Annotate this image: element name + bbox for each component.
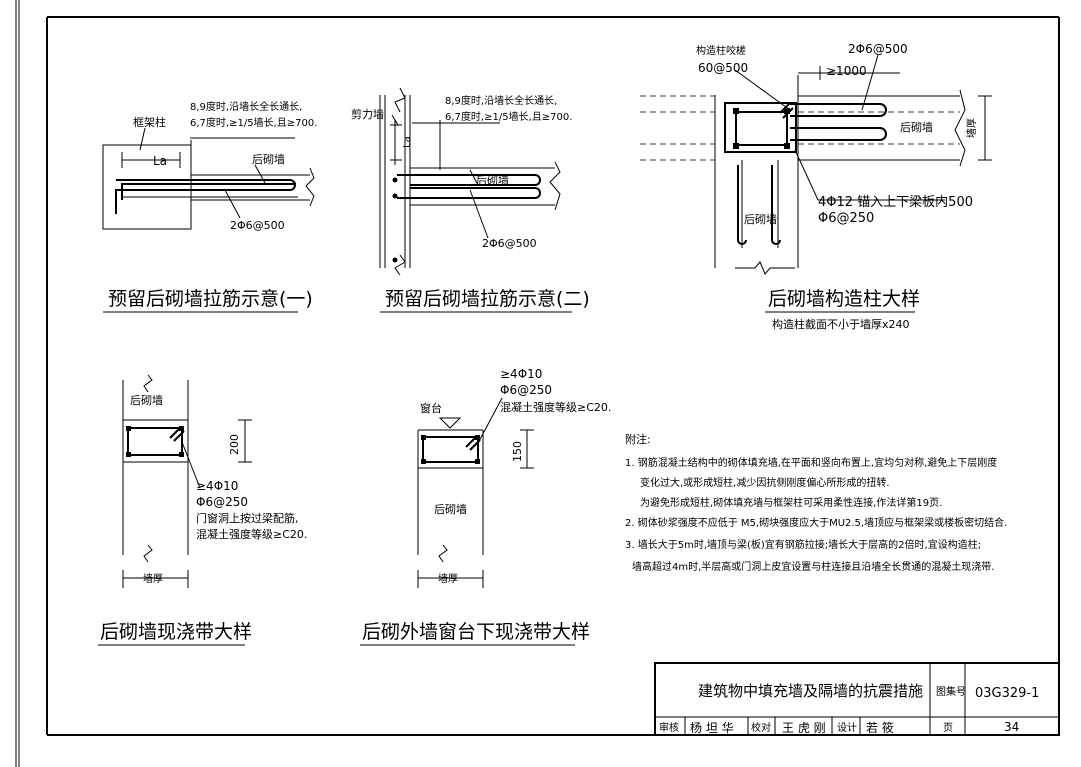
d1-la-label: La <box>153 154 167 168</box>
diagram-1: 框架柱 8,9度时,沿墙长全长通长, 6,7度时,≥1/5墙长,且≥700. L… <box>102 100 317 313</box>
d4-dim-label: 200 <box>228 434 241 455</box>
d2-note-line1: 8,9度时,沿墙长全长通长, <box>445 94 557 107</box>
d2-la-label: La <box>402 136 413 148</box>
tie-bar-1 <box>115 179 296 214</box>
d1-bar-label: 2Φ6@500 <box>230 219 285 232</box>
sheet-title: 建筑物中填充墙及隔墙的抗震措施 <box>698 682 923 700</box>
d1-title: 预留后砌墙拉筋示意(一) <box>108 288 313 310</box>
diagram-4: 后砌墙 200 ≥4Φ10 Φ6@250 门窗洞上按过梁配筋, 混凝土强度等级≥… <box>98 374 307 646</box>
page-number: 34 <box>1004 720 1019 734</box>
page-label: 页 <box>943 722 953 734</box>
d2-note-line2: 6,7度时,≥1/5墙长,且≥700. <box>445 110 572 123</box>
note-line-5: 3. 墙长大于5m时,墙顶与梁(板)宜有钢筋拉接;墙长大于层高的2倍时,宜设构造… <box>625 538 981 551</box>
d4-rebar4: 混凝土强度等级≥C20. <box>196 527 307 541</box>
design-signature: 若 筱 <box>866 720 894 735</box>
d3-bar-label: 2Φ6@500 <box>848 42 908 56</box>
atlas-label: 图集号 <box>936 685 966 698</box>
design-label: 设计 <box>837 721 857 734</box>
d1-wall-label: 后砌墙 <box>252 152 285 166</box>
title-block: 建筑物中填充墙及隔墙的抗震措施 图集号 03G329-1 页 34 审核 杨 坦… <box>654 662 1060 736</box>
d4-rebar1: ≥4Φ10 <box>196 479 238 493</box>
note-line-2: 变化过大,或形成短柱,减少因抗侧刚度偏心所形成的扭转. <box>640 476 890 489</box>
d4-wall-label: 后砌墙 <box>130 393 163 407</box>
d1-note-line1: 8,9度时,沿墙长全长通长, <box>190 100 302 113</box>
d4-rebar2: Φ6@250 <box>196 495 248 509</box>
d3-rebar-label2: Φ6@250 <box>818 211 874 226</box>
d4-title: 后砌墙现浇带大样 <box>100 621 252 643</box>
d3-length-label: ≥1000 <box>826 64 867 78</box>
d4-rebar3: 门窗洞上按过梁配筋, <box>196 511 299 525</box>
d5-title: 后砌外墙窗台下现浇带大样 <box>362 621 590 643</box>
shear-wall-label: 剪力墙 <box>351 107 384 121</box>
diagram-2: 剪力墙 8,9度时,沿墙长全长通长, 6,7度时,≥1/5墙长,且≥700. L… <box>351 87 590 313</box>
d1-note-line2: 6,7度时,≥1/5墙长,且≥700. <box>190 116 317 129</box>
review-label: 审核 <box>659 721 679 734</box>
window-sill-label: 窗台 <box>420 401 442 415</box>
review-signature: 杨 坦 华 <box>690 720 734 735</box>
d4-thickness-label: 墙厚 <box>143 572 163 585</box>
bite-label: 构造柱咬槎 <box>696 44 746 57</box>
d2-wall-label: 后砌墙 <box>476 173 509 187</box>
d3-title: 后砌墙构造柱大样 <box>768 288 920 310</box>
note-line-4: 2. 砌体砂浆强度不应低于 M5,砌块强度应大于MU2.5,墙顶应与框架梁或楼板… <box>625 516 1007 529</box>
d5-rebar2: Φ6@250 <box>500 383 552 397</box>
d3-wall-bottom: 后砌墙 <box>744 212 777 226</box>
notes-block: 附注: 1. 钢筋混凝土结构中的砌体填充墙,在平面和竖向布置上,宜均匀对称,避免… <box>625 432 1007 573</box>
diagram-3: 构造柱咬槎 60@500 2Φ6@500 ≥1000 后砌墙 墙厚 后砌墙 4Φ… <box>640 42 992 331</box>
d3-subtitle: 构造柱截面不小于墙厚x240 <box>772 317 910 331</box>
frame-column-label: 框架柱 <box>133 115 166 129</box>
d5-thickness-label: 墙厚 <box>438 572 458 585</box>
check-label: 校对 <box>751 721 771 734</box>
atlas-number: 03G329-1 <box>975 686 1039 701</box>
d5-wall-label: 后砌墙 <box>434 502 467 516</box>
d3-wall-right: 后砌墙 <box>900 120 933 134</box>
bite-value: 60@500 <box>698 61 748 75</box>
note-line-3: 为避免形成短柱,砌体填充墙与框架柱可采用柔性连接,作法详第19页. <box>640 496 942 509</box>
d2-title: 预留后砌墙拉筋示意(二) <box>385 288 590 310</box>
d5-rebar3: 混凝土强度等级≥C20. <box>500 400 611 414</box>
d3-rebar-label1: 4Φ12 锚入上下梁板内500 <box>818 194 973 210</box>
d4-band-stirrup <box>127 427 183 456</box>
frame-column-outline <box>102 144 192 230</box>
d5-rebar1: ≥4Φ10 <box>500 367 542 381</box>
d3-thickness-label: 墙厚 <box>965 118 978 138</box>
check-signature: 王 虎 刚 <box>782 721 826 735</box>
note-line-1: 1. 钢筋混凝土结构中的砌体填充墙,在平面和竖向布置上,宜均匀对称,避免上下层刚… <box>625 456 997 469</box>
diagram-5: ≥4Φ10 Φ6@250 混凝土强度等级≥C20. 窗台 150 后砌墙 墙厚 … <box>360 367 611 646</box>
note-line-6: 墙高超过4m时,半层高或门洞上皮宜设置与柱连接且沿墙全长贯通的混凝土现浇带. <box>632 560 994 573</box>
notes-heading: 附注: <box>625 432 651 446</box>
d5-dim-label: 150 <box>511 441 524 462</box>
d2-bar-label: 2Φ6@500 <box>482 237 537 250</box>
